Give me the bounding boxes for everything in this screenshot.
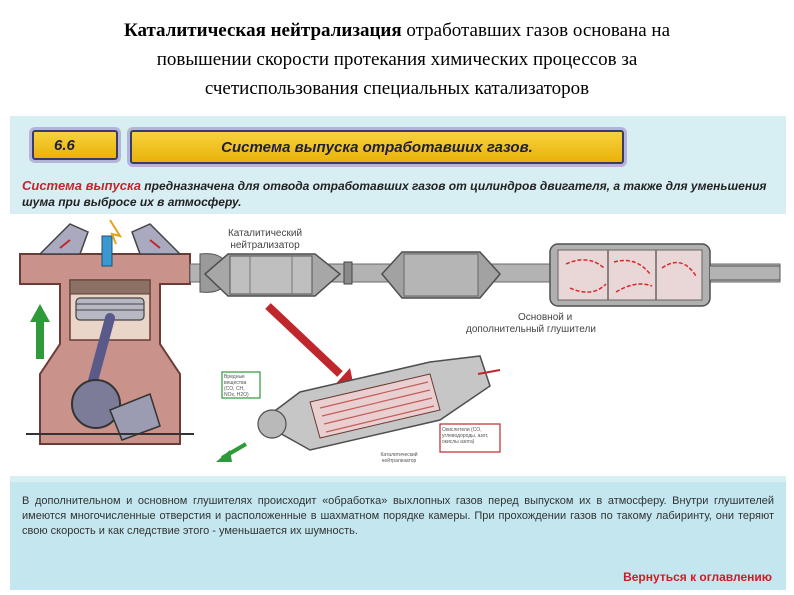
callout-oxidizers-line2: углеводороды, азот, — [442, 433, 489, 439]
callout-harmful: Вредные вещества (CO, CH, NOx, H2O) — [224, 374, 260, 398]
exhaust-system-diagram: Каталитический нейтрализатор Основной и … — [10, 214, 786, 476]
muffler-label-line2: дополнительный глушители — [466, 324, 596, 335]
engine-illustration — [19, 219, 194, 445]
converter-label-line2: нейтрализатор — [230, 240, 300, 251]
section-number: 6.6 — [32, 130, 118, 160]
main-muffler — [549, 243, 781, 307]
cutaway-label: Каталитический нейтрализатор — [364, 452, 434, 464]
converter-label-line1: Каталитический — [227, 228, 303, 239]
cutaway-label-line1: Каталитический — [380, 452, 418, 458]
muffler-label-line1: Основной и — [518, 312, 573, 323]
section-title: Система выпуска отработавших газов. — [130, 130, 624, 164]
intro-body: предназначена для отвода отработавших га… — [22, 179, 767, 209]
slide-title-line1: отработавших газов основана на — [401, 20, 671, 41]
description-text: В дополнительном и основном глушителях п… — [22, 495, 774, 537]
callout-harmful-line3: NOx, H2O) — [224, 392, 249, 398]
slide-title-line3: счетиспользования специальных катализато… — [204, 78, 590, 99]
red-pointer-arrow — [265, 303, 355, 392]
slide-title-bold: Каталитическая нейтрализация — [123, 20, 402, 41]
intro-lead: Система выпуска — [22, 178, 141, 193]
cutaway-label-line2: нейтрализатор — [381, 458, 417, 464]
callout-oxidizers: Окислители (CO, углеводороды, азот, окис… — [442, 427, 500, 445]
back-to-contents-link[interactable]: Вернуться к оглавлению — [623, 570, 772, 584]
intro-text: Система выпуска предназначена для отвода… — [22, 178, 782, 210]
content-panel: 6.6 Система выпуска отработавших газов. … — [10, 116, 786, 590]
catalytic-converter — [203, 253, 353, 297]
callout-oxidizers-line3: окислы азота) — [442, 439, 475, 445]
slide-title-line2: повышении скорости протекания химических… — [156, 49, 638, 70]
additional-muffler — [381, 251, 501, 299]
callout-harmful-line1: Вредные вещества — [224, 374, 247, 386]
callout-harmful-line2: (CO, CH, — [224, 386, 245, 392]
muffler-label: Основной и дополнительный глушители — [466, 312, 636, 336]
callout-oxidizers-line1: Окислители (CO, — [442, 427, 482, 433]
converter-label: Каталитический нейтрализатор — [210, 228, 320, 252]
catalytic-converter-cutaway — [216, 355, 501, 462]
slide-title: Каталитическая нейтрализация отработавши… — [0, 16, 794, 103]
description-box: В дополнительном и основном глушителях п… — [10, 482, 786, 590]
green-up-arrow — [30, 304, 50, 359]
diagram-svg — [19, 219, 781, 462]
